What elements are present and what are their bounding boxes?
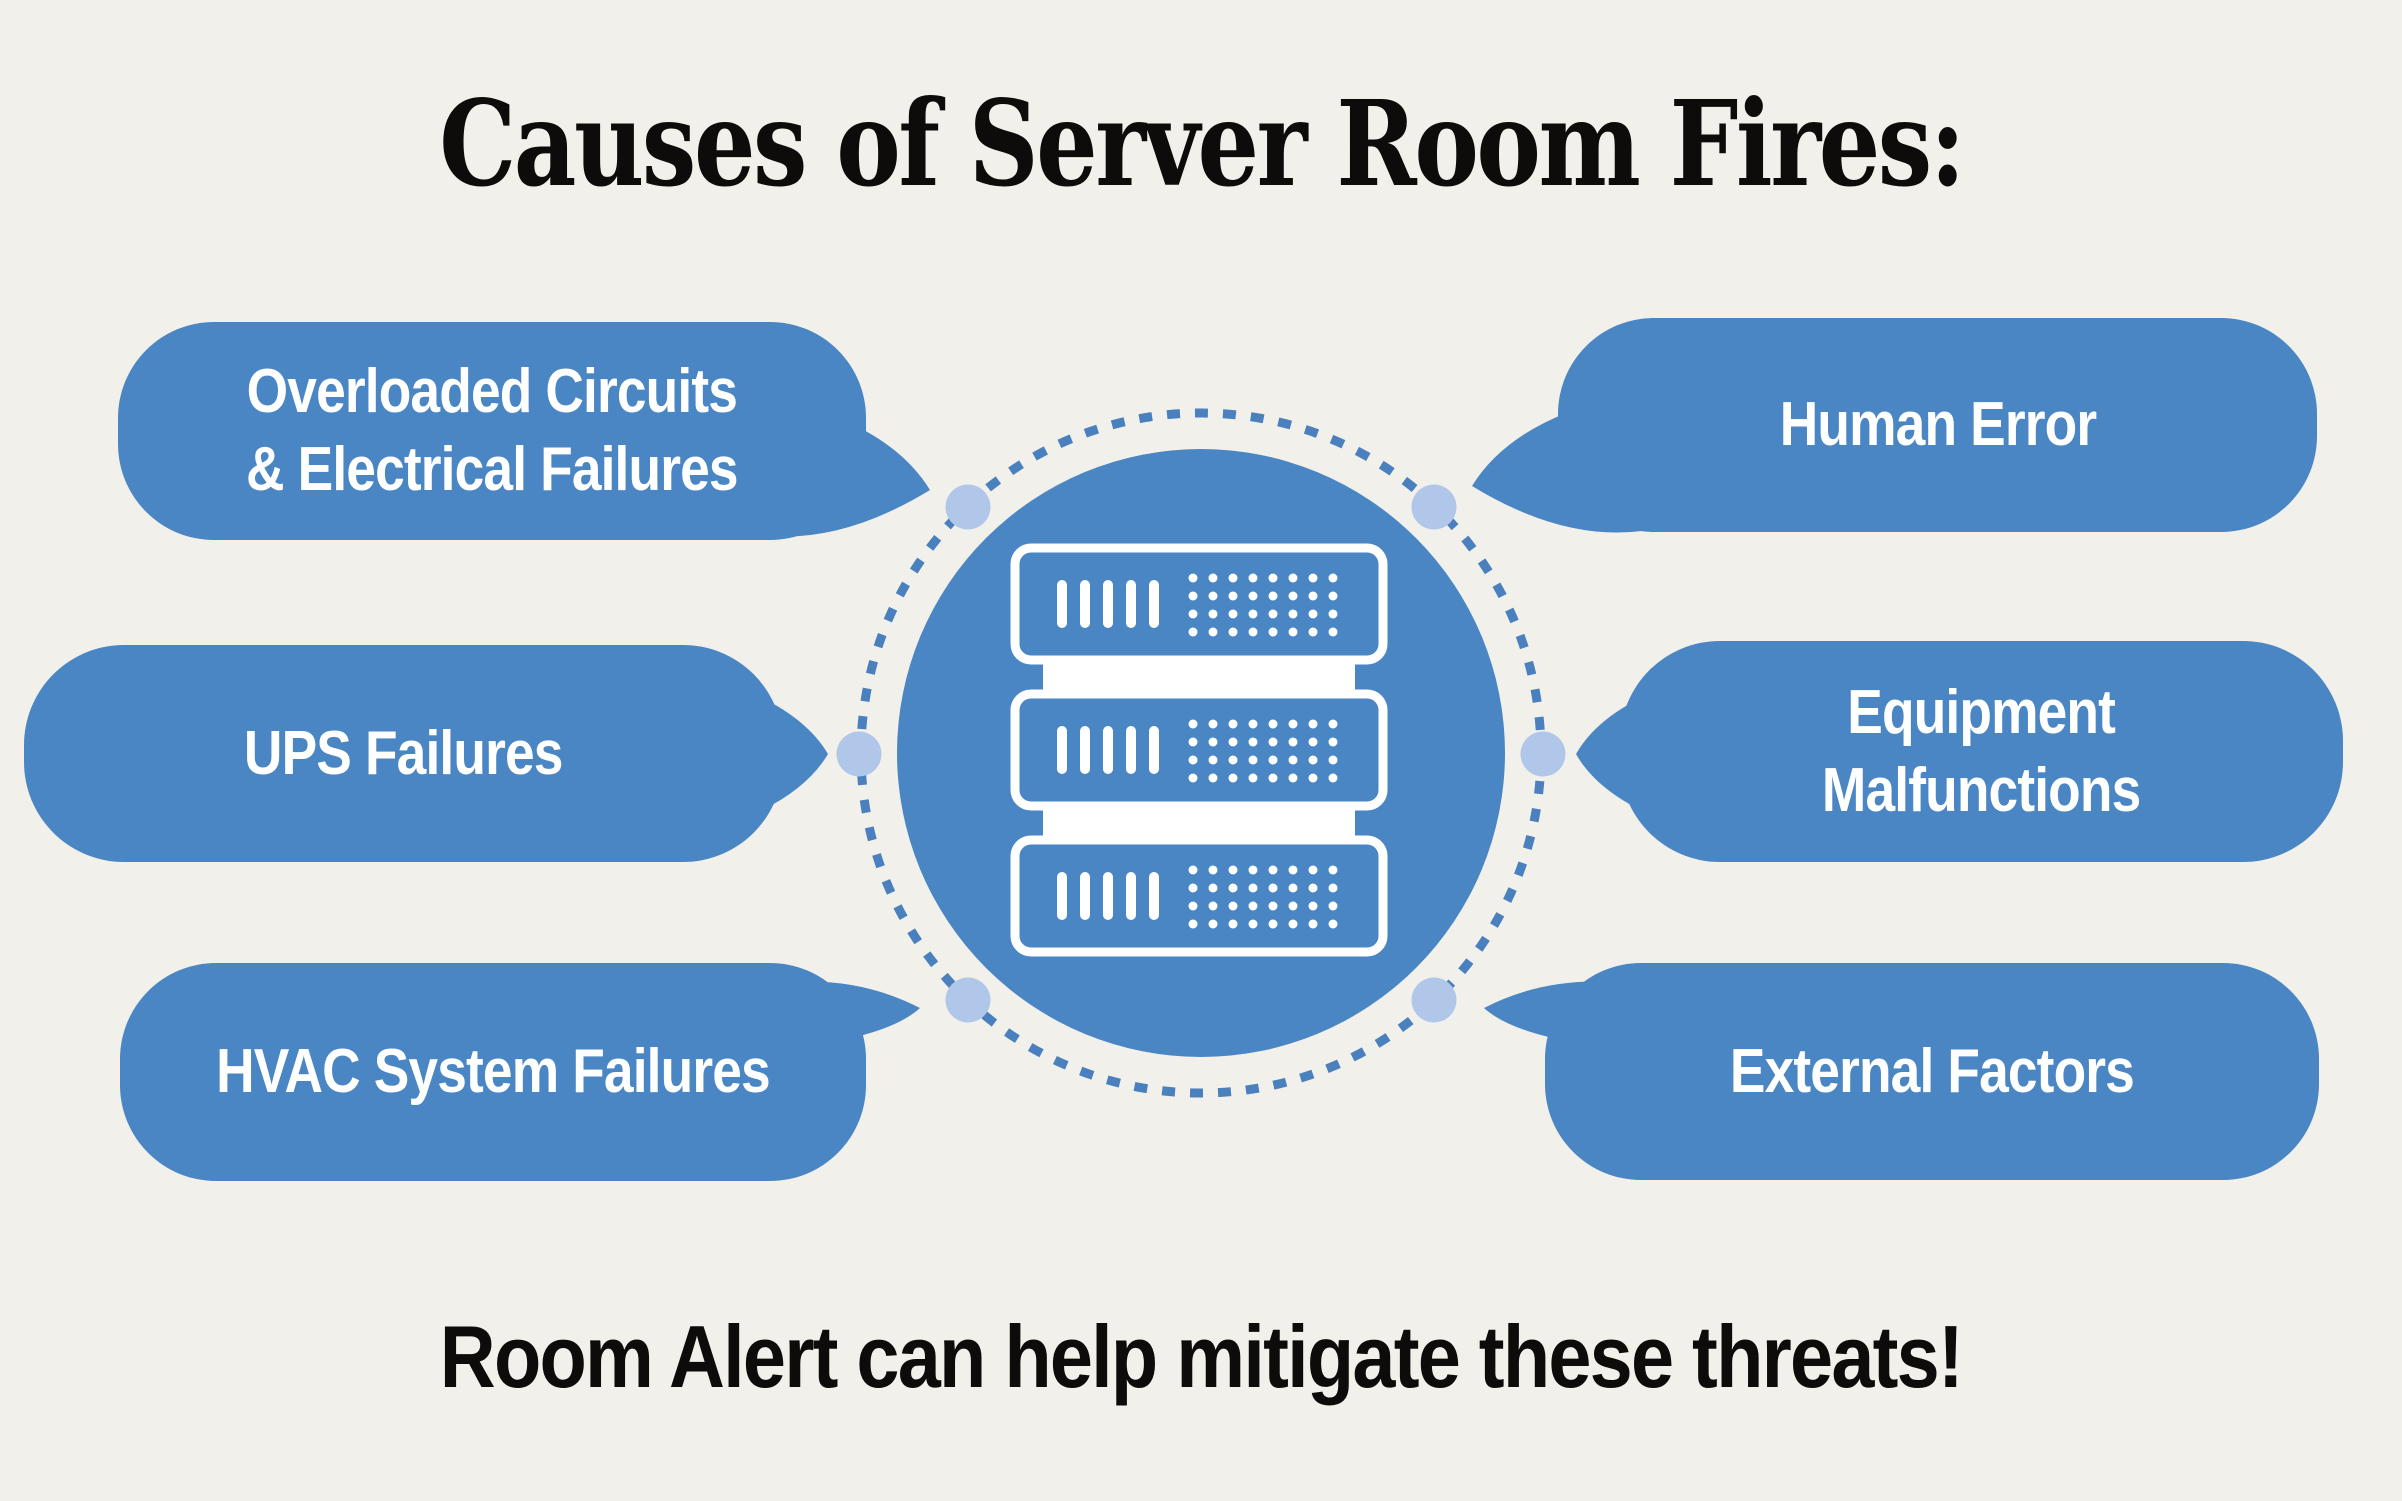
server-stack-icon bbox=[1015, 548, 1383, 952]
speech-bubble-ups-failures bbox=[24, 645, 828, 862]
connector-dot-left bbox=[836, 731, 882, 777]
connector-dot-lower-right bbox=[1411, 977, 1457, 1023]
speech-bubble-human-error bbox=[1472, 318, 2317, 533]
connector-dot-upper-left bbox=[945, 484, 991, 530]
connector-dot-upper-right bbox=[1411, 484, 1457, 530]
connector-dot-right bbox=[1520, 731, 1566, 777]
server-unit-2 bbox=[1015, 694, 1383, 806]
footer-tagline-text: Room Alert can help mitigate these threa… bbox=[439, 1307, 1964, 1406]
server-unit-3 bbox=[1015, 840, 1383, 952]
speech-bubble-external-factors bbox=[1484, 963, 2319, 1180]
page-title-text: Causes of Server Room Fires: bbox=[439, 74, 1965, 213]
footer-tagline: Room Alert can help mitigate these threa… bbox=[0, 1313, 2402, 1401]
server-unit-1 bbox=[1015, 548, 1383, 660]
speech-bubble-equipment-malfunctions bbox=[1576, 641, 2343, 862]
speech-bubble-hvac-failures bbox=[120, 963, 920, 1181]
speech-bubble-overloaded-circuits bbox=[118, 322, 930, 540]
connector-dot-lower-left bbox=[945, 977, 991, 1023]
page-title: Causes of Server Room Fires: bbox=[0, 85, 2402, 203]
